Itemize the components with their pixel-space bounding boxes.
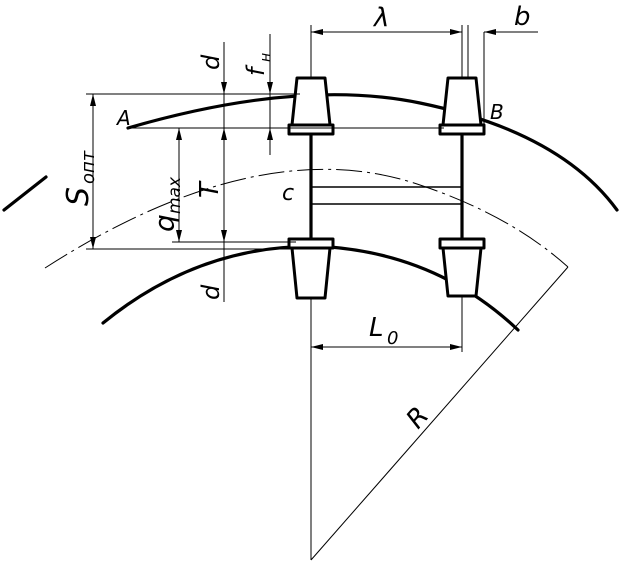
svg-text:0: 0 (387, 328, 398, 349)
label-t: T (195, 180, 225, 198)
wheel-bottom-right (438, 237, 486, 298)
label-point-c: c (282, 181, 294, 206)
svg-text:q: q (148, 214, 181, 232)
wheel-top-right (438, 76, 486, 136)
wheel-bottom-left (287, 237, 335, 300)
wheel-top-left (287, 76, 335, 136)
radius-line (310, 266, 569, 561)
label-s-opt: S опт (61, 150, 99, 206)
label-lambda: λ (372, 3, 389, 33)
label-l0: L 0 (369, 313, 398, 349)
label-r: R (401, 401, 436, 434)
outer-rail-curve (126, 93, 619, 212)
svg-text:f: f (242, 64, 270, 76)
svg-text:S: S (61, 187, 96, 206)
svg-text:опт: опт (78, 150, 99, 184)
label-b: b (514, 2, 531, 32)
svg-text:L: L (369, 313, 384, 343)
label-d-top: d (197, 54, 225, 70)
svg-text:max: max (165, 176, 185, 214)
svg-text:н: н (258, 53, 274, 62)
label-q-max: q max (148, 176, 185, 232)
track-center-axis (44, 168, 569, 269)
label-point-a: A (115, 106, 131, 130)
label-d-bottom: d (197, 284, 225, 300)
label-f-n: f н (242, 53, 274, 76)
outer-rail-left-stub (2, 175, 48, 212)
label-point-b: B (490, 100, 504, 124)
